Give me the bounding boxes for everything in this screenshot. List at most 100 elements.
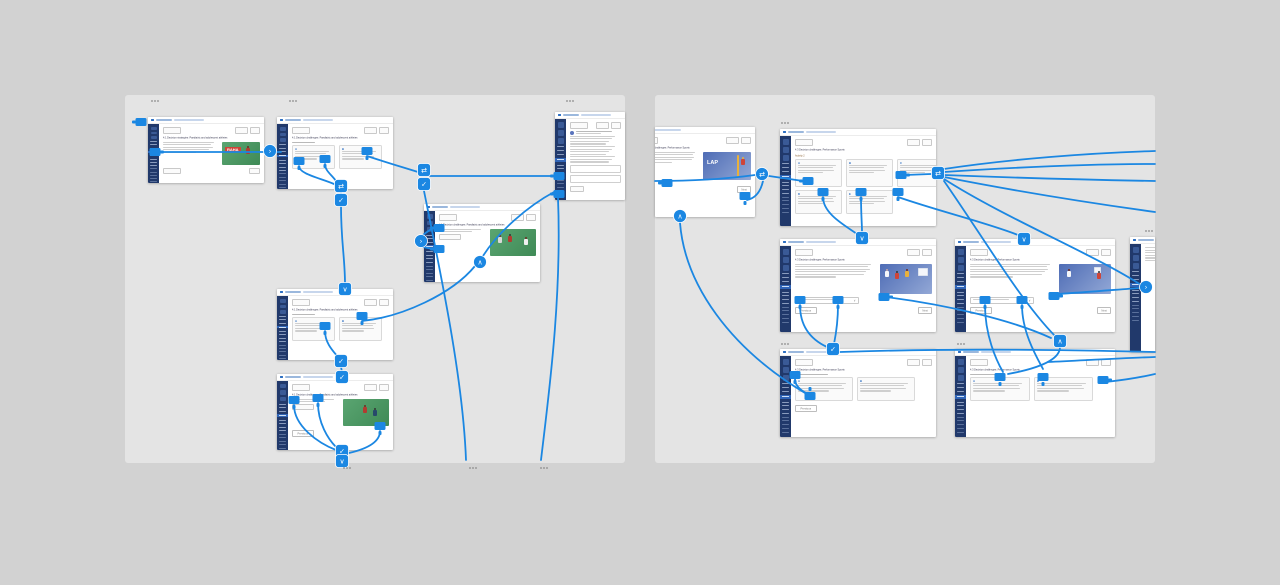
preview-button[interactable]	[907, 249, 920, 256]
sidebar-icon[interactable]	[782, 155, 789, 161]
sidebar-icon[interactable]	[279, 396, 286, 402]
connector-port[interactable]	[1016, 296, 1028, 309]
connector-port[interactable]	[312, 394, 324, 407]
connector-port[interactable]	[817, 188, 829, 201]
sidebar-icon[interactable]	[279, 127, 286, 131]
sidebar-icon[interactable]	[279, 384, 286, 389]
sidebar-icon[interactable]	[426, 220, 433, 226]
node-chevron-down-icon[interactable]: ∨	[335, 454, 349, 468]
breadcrumb-home-icon[interactable]	[280, 375, 283, 379]
preview-button[interactable]	[907, 359, 920, 366]
connector-port[interactable]	[789, 371, 801, 384]
sidebar-active-item[interactable]	[277, 414, 288, 418]
connector-port[interactable]	[550, 172, 565, 180]
card-menu-ellipsis[interactable]	[781, 122, 789, 124]
sidebar-icon[interactable]	[150, 136, 157, 139]
node-check-icon[interactable]: ✓	[334, 193, 348, 207]
toolbar-button[interactable]	[439, 214, 457, 221]
connector-port[interactable]	[319, 322, 331, 335]
sidebar-icon[interactable]	[279, 299, 286, 303]
node-branch-icon[interactable]: ⇄	[334, 179, 348, 193]
connector-port[interactable]	[430, 245, 445, 253]
node-branch-icon[interactable]: ⇄	[417, 163, 431, 177]
previous-button[interactable]: Previous	[795, 307, 817, 314]
inline-button[interactable]	[439, 233, 461, 241]
screen-card-L6[interactable]	[555, 112, 625, 200]
sidebar-icon[interactable]	[150, 127, 157, 130]
screen-card-R1[interactable]: 4.3 Decision challenges: Performance Spo…	[655, 127, 755, 217]
preview-button[interactable]	[596, 122, 609, 129]
previous-button[interactable]: Previous	[292, 429, 314, 437]
breadcrumb-home-icon[interactable]	[558, 113, 561, 117]
connector-port[interactable]	[288, 396, 300, 409]
sidebar-icon[interactable]	[782, 147, 789, 153]
node-check-icon[interactable]: ✓	[826, 342, 840, 356]
breadcrumb-home-icon[interactable]	[783, 350, 786, 354]
card-menu-ellipsis[interactable]	[781, 343, 789, 345]
node-chevron-down-icon[interactable]: ∨	[1017, 232, 1031, 246]
sidebar-icon[interactable]	[1132, 247, 1139, 253]
sidebar-active-item[interactable]	[780, 284, 791, 289]
sidebar-icon[interactable]	[782, 265, 789, 271]
sidebar-icon[interactable]	[957, 257, 964, 263]
card-menu-ellipsis[interactable]	[566, 100, 574, 102]
connector-port[interactable]	[430, 224, 445, 232]
toolbar-button[interactable]	[970, 359, 988, 366]
comment-input[interactable]	[570, 174, 621, 183]
secondary-button[interactable]	[249, 167, 260, 174]
toolbar-button[interactable]	[970, 249, 988, 256]
node-branch-icon[interactable]: ⇄	[931, 166, 945, 180]
connector-port[interactable]	[1037, 373, 1049, 386]
card-menu-ellipsis[interactable]	[469, 467, 477, 469]
sidebar-active-item[interactable]	[780, 174, 791, 179]
edit-button[interactable]	[250, 127, 260, 134]
toolbar-button[interactable]	[292, 384, 310, 391]
next-button[interactable]: Next	[1096, 307, 1111, 314]
sidebar-active-item[interactable]	[780, 394, 791, 399]
connector-port[interactable]	[132, 118, 147, 126]
connector-port[interactable]	[855, 188, 867, 201]
toolbar-button[interactable]	[795, 359, 813, 366]
sidebar-icon[interactable]	[279, 304, 286, 308]
sidebar-icon[interactable]	[150, 131, 157, 135]
sidebar-icon[interactable]	[279, 310, 286, 314]
sidebar-icon[interactable]	[957, 375, 964, 381]
sidebar-active-item[interactable]	[555, 157, 566, 162]
node-chevron-up-icon[interactable]: ∧	[473, 255, 487, 269]
preview-button[interactable]	[364, 127, 377, 134]
toolbar-button[interactable]	[163, 127, 181, 134]
toolbar-button[interactable]	[570, 122, 588, 129]
breadcrumb-home-icon[interactable]	[958, 240, 961, 244]
node-chevron-right-icon[interactable]: ›	[263, 144, 277, 158]
connector-port[interactable]	[878, 293, 894, 301]
option-card[interactable]: B	[338, 144, 382, 169]
connector-port[interactable]	[739, 192, 751, 205]
screen-card-R4[interactable]: 4.3 Decision challenges: Performance Spo…	[955, 239, 1115, 332]
card-menu-ellipsis[interactable]	[289, 100, 297, 102]
preview-button[interactable]	[511, 214, 524, 221]
screen-card-L2[interactable]: 4.1 Decision challenges: Paediatric and …	[277, 117, 393, 189]
sidebar-icon[interactable]	[957, 265, 964, 271]
sidebar-icon[interactable]	[957, 249, 964, 255]
connector-port[interactable]	[895, 171, 911, 179]
node-chevron-right-icon[interactable]: ›	[414, 234, 428, 248]
toolbar-button[interactable]	[292, 127, 310, 134]
card-menu-ellipsis[interactable]	[957, 343, 965, 345]
action-button[interactable]	[163, 167, 181, 174]
toolbar-button[interactable]	[795, 139, 813, 146]
preview-button[interactable]	[726, 137, 739, 144]
connector-port[interactable]	[892, 188, 904, 201]
connector-port[interactable]	[794, 296, 806, 309]
edit-button[interactable]	[1101, 359, 1111, 366]
screen-card-R6[interactable]: 4.3 Decision challenges: Performance Spo…	[955, 349, 1115, 437]
edit-button[interactable]	[379, 299, 389, 306]
sidebar-icon[interactable]	[957, 367, 964, 373]
edit-button[interactable]	[741, 137, 751, 144]
option-card[interactable]: A	[795, 376, 854, 401]
connector-port[interactable]	[1048, 292, 1064, 300]
node-chevron-right-icon[interactable]: ›	[1139, 280, 1153, 294]
preview-button[interactable]	[235, 127, 248, 134]
breadcrumb-home-icon[interactable]	[783, 240, 786, 244]
screen-card-L3[interactable]: 4.1 Decision challenges: Paediatric and …	[277, 289, 393, 360]
toolbar-button[interactable]	[292, 299, 310, 306]
